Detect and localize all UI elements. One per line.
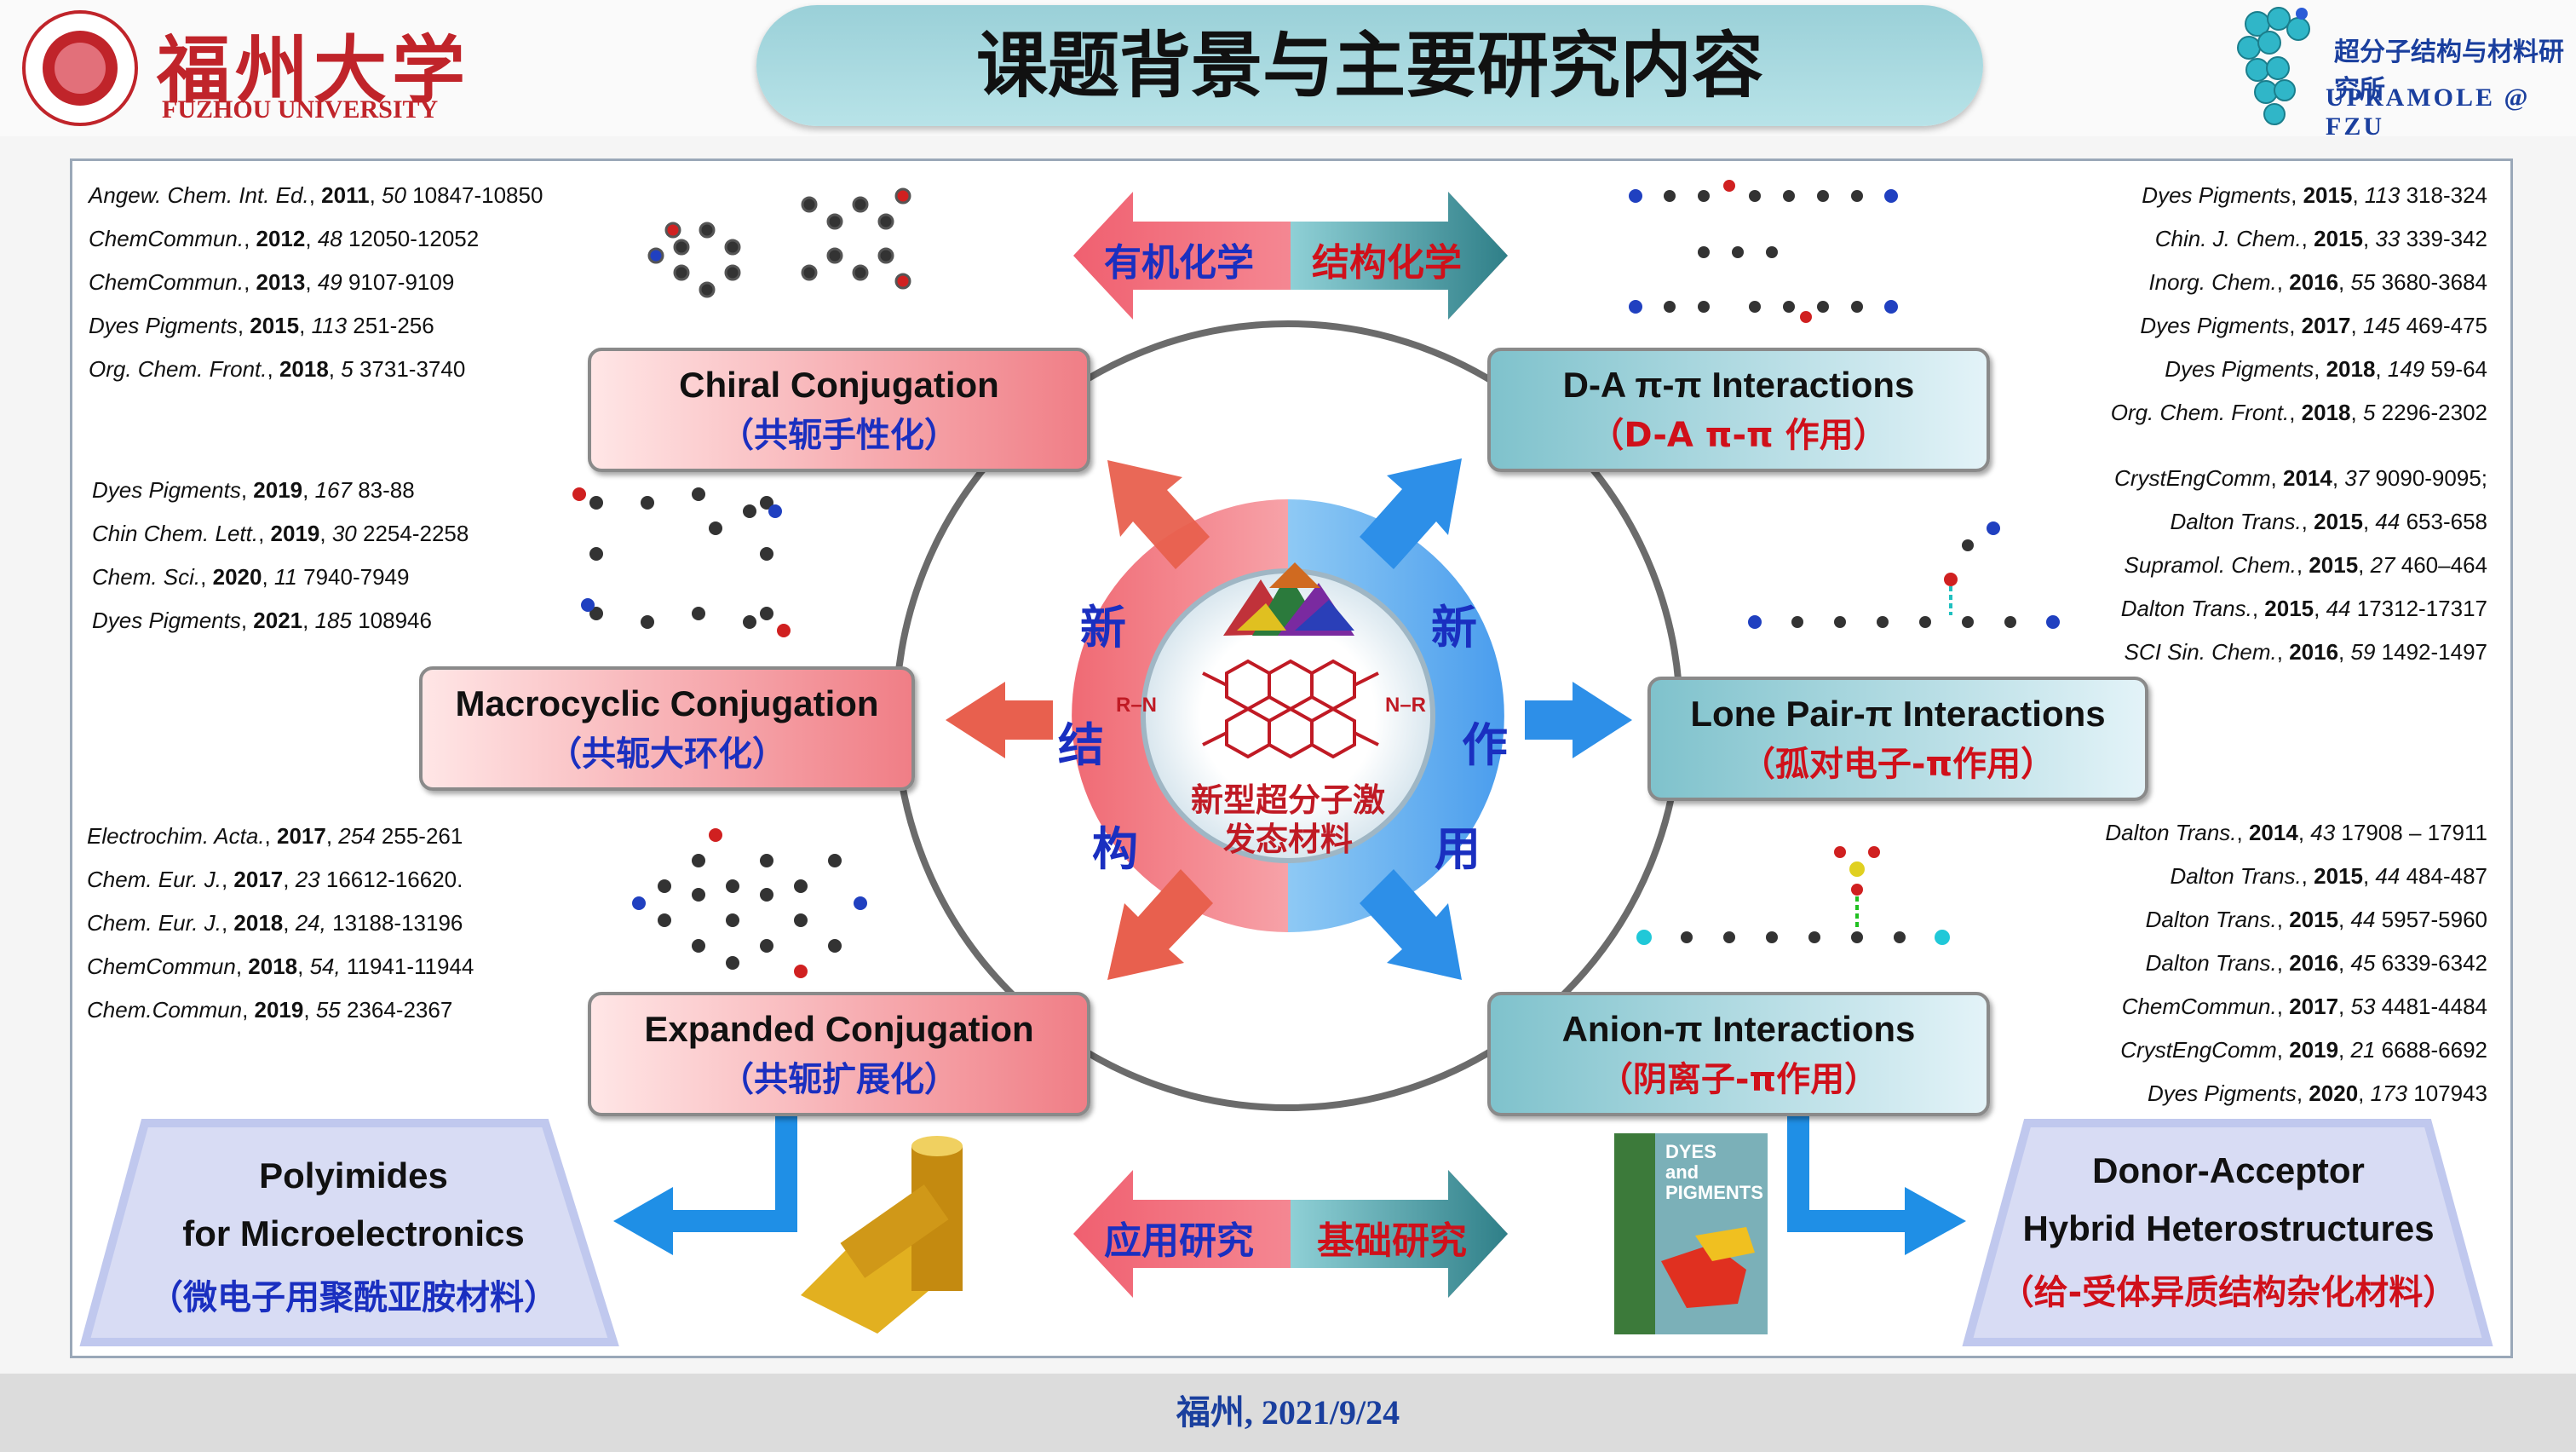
arrow-to-donor-acceptor — [1787, 1116, 1966, 1255]
refs-lonepair: CrystEngComm, 2014, 37 9090-9095; Dalton … — [2114, 465, 2487, 683]
top-arrow-left-label: 有机化学 — [1104, 241, 1254, 285]
reference-line: ChemCommun, 2018, 54, 11941-11944 — [87, 954, 474, 979]
molecule-chiral-icon — [647, 187, 911, 298]
box-macrocyclic-conjugation: Macrocyclic Conjugation （共轭大环化） — [419, 666, 915, 791]
title-pill — [756, 5, 1983, 126]
wheel-right-char-1: 新 — [1431, 601, 1477, 654]
journal-cover-title: DYES and PIGMENTS — [1665, 1141, 1763, 1203]
wheel-right-char-2: 作 — [1462, 718, 1508, 772]
footer-bar — [0, 1374, 2576, 1452]
reference-line: Dalton Trans., 2015, 44 653-658 — [2170, 509, 2487, 534]
arrow-to-polyimides — [613, 1116, 797, 1255]
reference-line: ChemCommun., 2017, 53 4481-4484 — [2121, 994, 2487, 1019]
journal-cover-icon — [1614, 1133, 1768, 1334]
molecule-da-icon — [1629, 180, 1898, 323]
polyimides-label: Polyimides for Microelectronics （微电子用聚酰亚… — [149, 1155, 558, 1317]
refs-chiral: Angew. Chem. Int. Ed., 2011, 50 10847-10… — [89, 182, 543, 400]
donor-acceptor-label: Donor-Acceptor Hybrid Heterostructures （… — [1999, 1150, 2458, 1312]
bottom-arrow-right-label: 基础研究 — [1317, 1219, 1467, 1263]
wheel-center-label: 新型超分子激 发态材料 — [1190, 781, 1385, 858]
reference-line: Dyes Pigments, 2017, 145 469-475 — [2140, 313, 2487, 338]
reference-line: Dyes Pigments, 2019, 167 83-88 — [92, 477, 415, 503]
box-lonepair-interactions: Lone Pair-π Interactions （孤对电子-π作用） — [1647, 677, 2148, 801]
reference-line: Dalton Trans., 2015, 44 17312-17317 — [2120, 596, 2487, 621]
university-seal-icon — [22, 10, 138, 126]
box-chiral-conjugation: Chiral Conjugation （共轭手性化） — [588, 348, 1090, 472]
reference-line: Dyes Pigments, 2015, 113 251-256 — [89, 313, 434, 338]
reference-line: CrystEngComm, 2014, 37 9090-9095; — [2114, 465, 2487, 491]
pigment-pile-icon — [1223, 562, 1354, 636]
reference-line: Dalton Trans., 2015, 44 5957-5960 — [2145, 907, 2487, 932]
reference-line: Inorg. Chem., 2016, 55 3680-3684 — [2148, 269, 2487, 295]
reference-line: Dalton Trans., 2014, 43 17908 – 17911 — [2105, 820, 2487, 845]
left-arrows — [946, 460, 1213, 980]
reference-line: Electrochim. Acta., 2017, 254 255-261 — [87, 823, 463, 849]
reference-line: Dalton Trans., 2015, 44 484-487 — [2170, 863, 2487, 889]
reference-line: Dyes Pigments, 2018, 149 59-64 — [2165, 356, 2487, 382]
molecule-lonepair-icon — [1748, 521, 2060, 629]
reference-line: Dyes Pigments, 2015, 113 318-324 — [2142, 182, 2487, 208]
pdi-molecule-icon — [1202, 659, 1379, 759]
university-name-en: FUZHOU UNIVERSITY — [162, 95, 439, 124]
molecule-anion-icon — [1636, 846, 1950, 945]
wheel-left-char-1: 新 — [1080, 601, 1126, 654]
page-title: 课题背景与主要研究内容 — [975, 24, 1763, 107]
reference-line: SCI Sin. Chem., 2016, 59 1492-1497 — [2124, 639, 2487, 665]
box-da-interactions: D-A π-π Interactions （D-A π-π 作用） — [1487, 348, 1990, 472]
reference-line: Angew. Chem. Int. Ed., 2011, 50 10847-10… — [89, 182, 543, 208]
polyimide-film-roll-icon — [801, 1136, 963, 1334]
footer-date: 福州, 2021/9/24 — [1176, 1393, 1400, 1432]
molecule-label-left: R–N — [1116, 694, 1158, 717]
lab-name-en: UPRAMOLE @ FZU — [2326, 84, 2531, 141]
university-name-cn: 福州大学 — [157, 27, 470, 113]
right-arrows — [1360, 458, 1632, 980]
reference-line: Chin. J. Chem., 2015, 33 339-342 — [2154, 226, 2487, 251]
reference-line: Chin Chem. Lett., 2019, 30 2254-2258 — [92, 521, 469, 546]
reference-line: Dyes Pigments, 2020, 173 107943 — [2148, 1080, 2487, 1106]
reference-line: Chem. Eur. J., 2018, 24, 13188-13196 — [87, 910, 463, 936]
molecule-label-right: N–R — [1385, 694, 1427, 717]
box-anion-interactions: Anion-π Interactions （阴离子-π作用） — [1487, 992, 1990, 1116]
reference-line: Org. Chem. Front., 2018, 5 2296-2302 — [2110, 400, 2487, 425]
molecule-expanded-icon — [632, 828, 867, 978]
reference-line: ChemCommun., 2013, 49 9107-9109 — [89, 269, 455, 295]
bottom-arrow-left-label: 应用研究 — [1104, 1219, 1254, 1263]
lab-molecule-logo-icon — [2237, 7, 2310, 125]
wheel-left-char-2: 结 — [1058, 718, 1104, 772]
lab-name-cn: 超分子结构与材料研究所 — [2334, 37, 2564, 105]
reference-line: Supramol. Chem., 2015, 27 460–464 — [2124, 552, 2487, 578]
reference-line: Chem.Commun, 2019, 55 2364-2367 — [87, 997, 453, 1023]
wheel-right-char-3: 用 — [1435, 822, 1481, 876]
top-arrow-right-label: 结构化学 — [1312, 241, 1462, 285]
reference-line: CrystEngComm, 2019, 21 6688-6692 — [2120, 1037, 2487, 1063]
reference-line: Chem. Eur. J., 2017, 23 16612-16620. — [87, 867, 463, 892]
reference-line: Dalton Trans., 2016, 45 6339-6342 — [2145, 950, 2487, 976]
reference-line: ChemCommun., 2012, 48 12050-12052 — [89, 226, 480, 251]
reference-line: Dyes Pigments, 2021, 185 108946 — [92, 608, 432, 633]
wheel-left-char-3: 构 — [1092, 822, 1138, 876]
molecule-macrocycle-icon — [572, 487, 791, 637]
box-expanded-conjugation: Expanded Conjugation （共轭扩展化） — [588, 992, 1090, 1116]
reference-line: Chem. Sci., 2020, 11 7940-7949 — [92, 564, 410, 590]
reference-line: Org. Chem. Front., 2018, 5 3731-3740 — [89, 356, 466, 382]
